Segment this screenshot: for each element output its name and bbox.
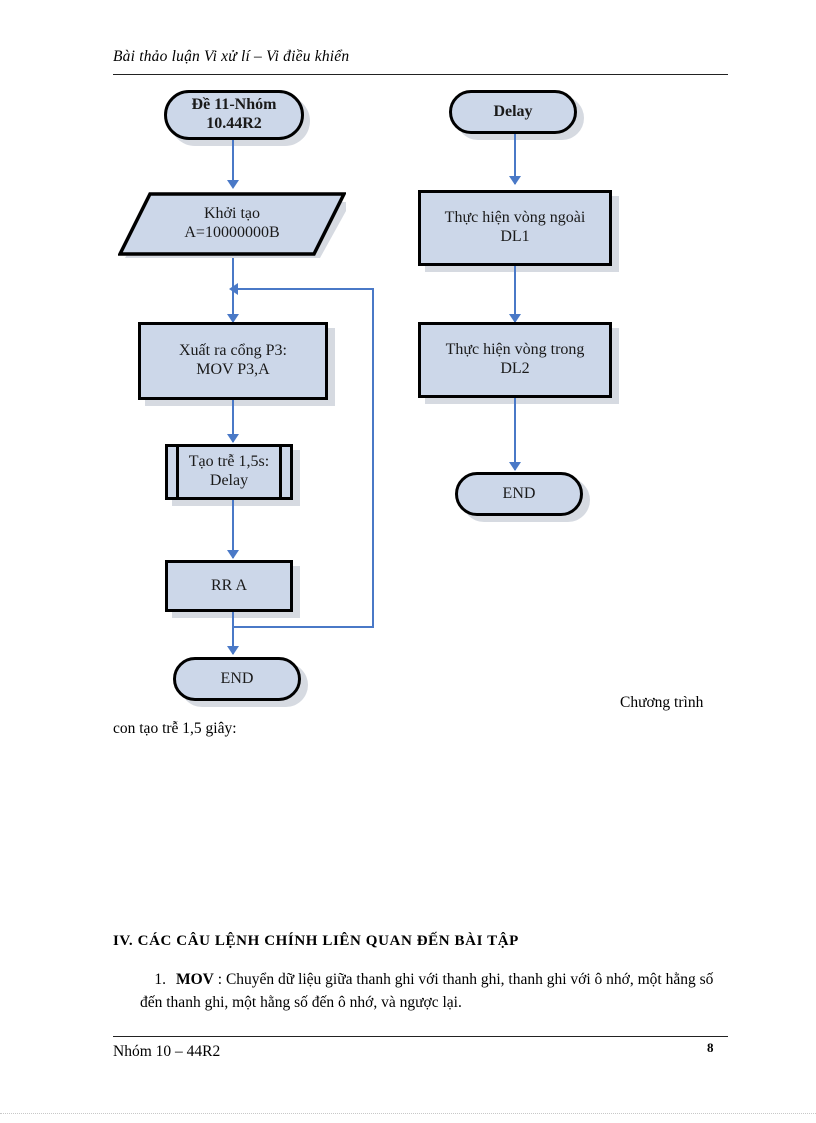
footer-divider <box>113 1036 728 1037</box>
flow-node-output-p3[interactable]: Xuất ra cổng P3: MOV P3,A <box>138 322 328 400</box>
arrowhead-start-to-init <box>227 180 239 189</box>
arrowhead-dl2-to-end <box>509 462 521 471</box>
flow-node-inner-loop-dl2[interactable]: Thực hiện vòng trong DL2 <box>418 322 612 398</box>
flow-node-end-right-label: END <box>502 484 536 502</box>
arrowhead-junction-to-output <box>227 314 239 323</box>
connector-loopback-bottom <box>232 626 374 628</box>
arrowhead-branch-to-end <box>227 646 239 655</box>
flow-node-end-left-label: END <box>220 669 254 687</box>
flow-node-start-delay-label: Delay <box>493 102 533 120</box>
arrowhead-delaycall-to-rra <box>227 550 239 559</box>
caption-fragment-right: Chương trình <box>620 694 704 711</box>
connector-init-to-loop-junction <box>232 256 234 292</box>
flow-node-rr-a[interactable]: RR A <box>165 560 293 612</box>
flow-node-output-p3-label: Xuất ra cổng P3: MOV P3,A <box>179 342 287 378</box>
list-item-number: 1. <box>154 971 166 988</box>
arrowhead-delay-to-dl1 <box>509 176 521 185</box>
connector-branch-to-end <box>232 626 234 654</box>
footer-group-label: Nhóm 10 – 44R2 <box>113 1043 221 1060</box>
page-header-title: Bài thảo luận Vi xử lí – Vi điều khiển <box>113 48 350 65</box>
flow-node-end-left[interactable]: END <box>173 657 301 701</box>
connector-rra-to-branch <box>232 612 234 628</box>
flow-node-delay-call-label: Tạo trễ 1,5s: Delay <box>188 453 270 489</box>
connector-delay-to-dl1 <box>514 134 516 184</box>
flow-node-init-label-wrap: Khởi tạo A=10000000B <box>118 190 346 258</box>
list-item-content: MOV : Chuyển dữ liệu giữa thanh ghi với … <box>140 971 713 1011</box>
list-item-text: : Chuyển dữ liệu giữa thanh ghi với than… <box>140 971 714 1012</box>
parallelogram-shape-icon <box>118 192 346 258</box>
footer-page-number: 8 <box>707 1040 714 1055</box>
connector-output-to-delaycall <box>232 400 234 442</box>
flow-node-start-left[interactable]: Đề 11-Nhóm 10.44R2 <box>164 90 304 140</box>
flow-node-end-right[interactable]: END <box>455 472 583 516</box>
connector-dl2-to-end <box>514 398 516 470</box>
connector-start-to-init <box>232 140 234 182</box>
flow-node-init[interactable]: Khởi tạo A=10000000B <box>118 190 346 258</box>
list-item-keyword: MOV <box>176 971 214 988</box>
flow-node-outer-loop-dl1-label: Thực hiện vòng ngoài DL1 <box>444 209 586 245</box>
header-divider <box>113 74 728 75</box>
caption-fragment-left: con tạo trễ 1,5 giây: <box>113 720 237 737</box>
flow-node-start-delay[interactable]: Delay <box>449 90 577 134</box>
connector-dl1-to-dl2 <box>514 266 516 322</box>
connector-loopback-top <box>238 288 374 290</box>
connector-delaycall-to-rra <box>232 500 234 558</box>
arrowhead-dl1-to-dl2 <box>509 314 521 323</box>
flow-node-start-left-label: Đề 11-Nhóm 10.44R2 <box>191 96 277 132</box>
connector-junction-to-output <box>232 288 234 322</box>
page-bottom-edge <box>0 1113 816 1115</box>
flow-node-delay-call[interactable]: Tạo trễ 1,5s: Delay <box>165 444 293 500</box>
flow-node-inner-loop-dl2-label: Thực hiện vòng trong DL2 <box>445 341 585 377</box>
list-item: 1. MOV : Chuyển dữ liệu giữa thanh ghi v… <box>140 968 730 1015</box>
arrowhead-output-to-delaycall <box>227 434 239 443</box>
connector-loopback-right <box>372 288 374 628</box>
section-heading: IV. CÁC CÂU LỆNH CHÍNH LIÊN QUAN ĐẾN BÀI… <box>113 933 519 949</box>
flow-node-rr-a-label: RR A <box>210 576 247 594</box>
flow-node-init-label: Khởi tạo A=10000000B <box>184 205 280 241</box>
flow-node-outer-loop-dl1[interactable]: Thực hiện vòng ngoài DL1 <box>418 190 612 266</box>
